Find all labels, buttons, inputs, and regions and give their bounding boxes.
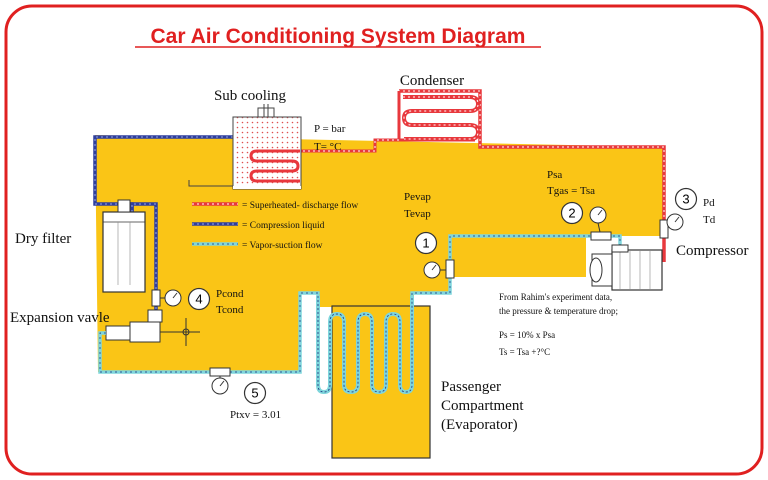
passenger-label-line3: (Evaporator) [441,417,518,433]
dry-filter-neck [117,199,131,213]
sensor-fitting-3 [659,219,669,239]
gauge-badge-4 [187,287,211,311]
condenser-coil-dots [403,96,479,140]
page-title: Car Air Conditioning System Diagram [151,25,526,48]
sub-cooling-box [232,116,302,190]
pevap-readout: Pevap [404,191,431,203]
compressor-pulley-face [589,257,603,283]
suction-line-lower-dots [99,292,319,373]
gauge-badge-3 [674,187,698,211]
sub-cooling-coil [249,149,300,183]
psa-readout: Psa [547,169,562,181]
sensor-fitting-5 [209,367,231,377]
gauge-dial-2 [589,206,607,233]
tevap-readout: Tevap [404,208,431,220]
gauge-badge-1 [414,231,438,255]
condenser-label: Condenser [400,73,464,89]
passenger-compartment-box [331,305,431,459]
pcond-readout: Pcond [216,288,244,300]
gauge-dial-4 [160,289,182,307]
evaporator-coil-outline [317,296,413,393]
liquid-line-down-dots [131,203,157,318]
expansion-valve-top [147,309,163,323]
gauge-dial-3 [666,213,684,231]
dry-filter-body [102,211,146,293]
gauge-number-3: 3 [682,192,689,207]
gauge-badge-2 [560,201,584,225]
compressor-label: Compressor [676,243,749,259]
sensor-fitting-4 [151,289,161,307]
compressor-body [611,249,663,291]
td-readout: Td [703,214,716,226]
tcond-readout: Tcond [216,304,244,316]
note-line-3: Ps = 10% x Psa [499,330,555,340]
pd-readout: Pd [703,197,715,209]
suction-line-upper-dots [411,235,621,300]
discharge-line-dots [399,90,665,222]
gauge-dial-5 [211,376,229,395]
note-line-2: the pressure & temperature drop; [499,306,618,316]
expansion-valve-label: Expansion vavle [10,310,110,326]
gauge-dial-1 [423,261,446,279]
expansion-valve-head [129,321,161,343]
note-line-1: From Rahim's experiment data, [499,292,612,302]
gauge-number-1: 1 [422,236,429,251]
note-line-4: Ts = Tsa +?°C [499,347,550,357]
legend-label-liquid: = Compression liquid [242,221,325,231]
sub-cooling-base [233,186,301,189]
condenser-to-subcooler-dots [300,139,399,152]
expansion-valve-bulb [182,328,190,336]
gauge-badge-5 [243,381,267,405]
ptxv-readout: Ptxv = 3.01 [230,409,281,421]
sub-cooling-cap [257,107,275,118]
gauge-number-4: 4 [195,292,202,307]
legend-label-discharge: = Superheated- discharge flow [242,200,358,211]
sensor-fitting-2 [590,231,612,241]
system-body [95,135,664,372]
legend-label-suction: = Vapor-suction flow [242,240,323,251]
pressure-readout: P = bar [314,123,346,135]
gauge-number-5: 5 [251,386,258,401]
dry-filter-label: Dry filter [15,231,71,247]
tgas-readout: Tgas = Tsa [547,185,595,197]
compressor-inlet [611,244,629,253]
passenger-label-line1: Passenger [441,379,501,395]
expansion-valve-body [105,325,131,341]
sensor-fitting-1 [445,259,455,279]
sub-cooling-label: Sub cooling [214,88,287,104]
sub-cooling-drain [188,180,233,187]
passenger-label-line2: Compartment [441,398,524,414]
liquid-line-left-dots [94,136,233,212]
gauge-number-2: 2 [568,206,575,221]
temperature-readout: T= °C [314,141,341,153]
